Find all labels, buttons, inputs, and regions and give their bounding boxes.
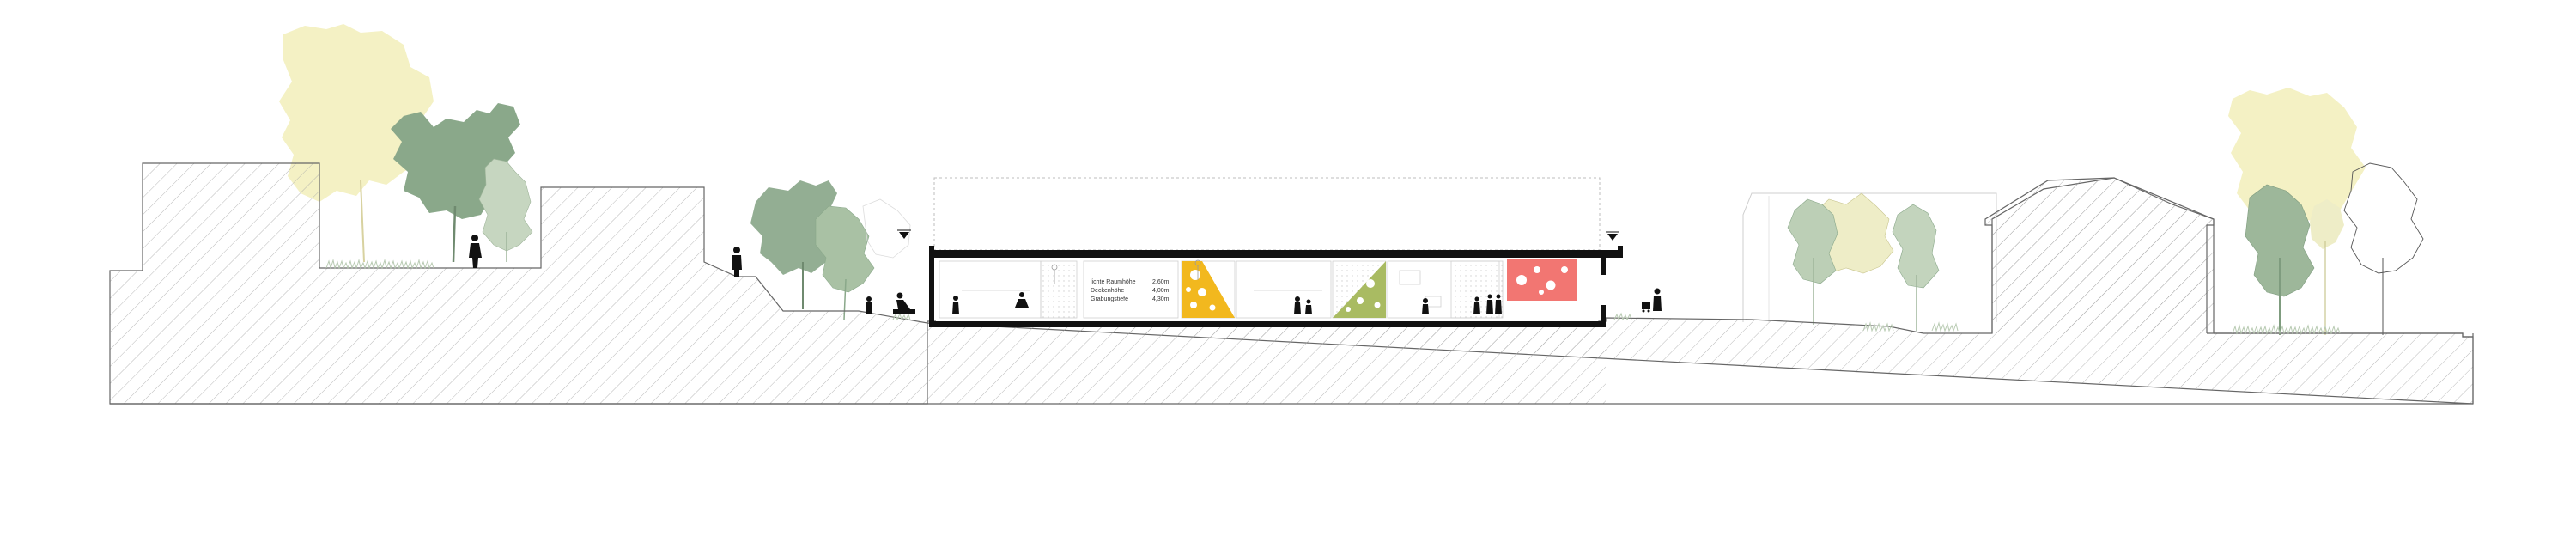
wall-left bbox=[929, 258, 934, 327]
olive-triangle-feature bbox=[1333, 261, 1386, 318]
annotation-row1-label: lichte Raumhöhe bbox=[1091, 279, 1136, 285]
trees-right-group bbox=[1742, 88, 2424, 335]
tree-right-green-canopy-2 bbox=[1892, 204, 1940, 289]
tree-far-right-green-canopy bbox=[2245, 184, 2315, 297]
person-figure bbox=[1422, 298, 1429, 314]
tree-mid-left-ghost-canopy bbox=[862, 198, 911, 259]
annotation-row2-value: 4,00m bbox=[1152, 288, 1170, 294]
annotation-row3-value: 4,30m bbox=[1152, 296, 1170, 302]
grass-tufts bbox=[325, 259, 2341, 335]
roof-parapet-right bbox=[1618, 246, 1623, 258]
yellow-triangle-feature bbox=[1182, 261, 1235, 318]
wall-right-upper bbox=[1601, 258, 1606, 275]
tree-left-green-trunk bbox=[452, 205, 457, 263]
annotation-row2-label: Deckenhöhe bbox=[1091, 288, 1124, 294]
red-box-feature bbox=[1507, 259, 1577, 301]
tree-far-right-outline-canopy bbox=[2343, 162, 2424, 274]
building-dimension-annotation: lichte Raumhöhe 2,60m Deckenhöhe 4,00m G… bbox=[1091, 279, 1170, 302]
level-marker-left bbox=[897, 229, 911, 239]
tree-right-green-canopy-1 bbox=[1787, 198, 1838, 284]
annotation-row1-value: 2,60m bbox=[1152, 279, 1170, 285]
tree-left-small-canopy bbox=[478, 158, 533, 252]
ground-under-building bbox=[927, 325, 1606, 404]
building-section: lichte Raumhöhe 2,60m Deckenhöhe 4,00m G… bbox=[897, 177, 1623, 327]
neighbor-house-right bbox=[1984, 177, 2215, 333]
person-figure bbox=[732, 247, 742, 277]
person-figure bbox=[866, 296, 872, 314]
trees-left-group bbox=[279, 24, 911, 320]
person-figure bbox=[893, 292, 915, 314]
people-figures bbox=[469, 235, 1662, 314]
person-figure bbox=[1642, 288, 1662, 313]
roof-parapet-left bbox=[929, 246, 934, 258]
ground-right-edge bbox=[2214, 332, 2474, 404]
ground-left bbox=[109, 162, 928, 405]
person-figure bbox=[952, 296, 959, 314]
level-marker-top bbox=[1606, 231, 1619, 241]
wall-right-lower bbox=[1601, 305, 1606, 327]
annotation-row3-label: Grabungstiefe bbox=[1091, 296, 1128, 302]
tree-mid-left-canopy-2 bbox=[815, 205, 875, 293]
person-figure bbox=[1305, 299, 1312, 314]
person-figure bbox=[1015, 292, 1029, 308]
person-figure bbox=[1486, 294, 1502, 314]
building-dashed-envelope bbox=[933, 177, 1601, 251]
floor-slab bbox=[929, 321, 1606, 327]
tree-far-right-small-yellow bbox=[2310, 199, 2344, 249]
tree-left-yellow-trunk bbox=[360, 180, 365, 263]
person-figure bbox=[1473, 296, 1480, 314]
person-figure bbox=[1294, 296, 1301, 314]
tree-mid-left-canopy bbox=[750, 180, 843, 275]
interior-ghost-figures bbox=[1051, 259, 1201, 284]
person-figure bbox=[469, 235, 482, 268]
roof-slab bbox=[929, 250, 1623, 258]
